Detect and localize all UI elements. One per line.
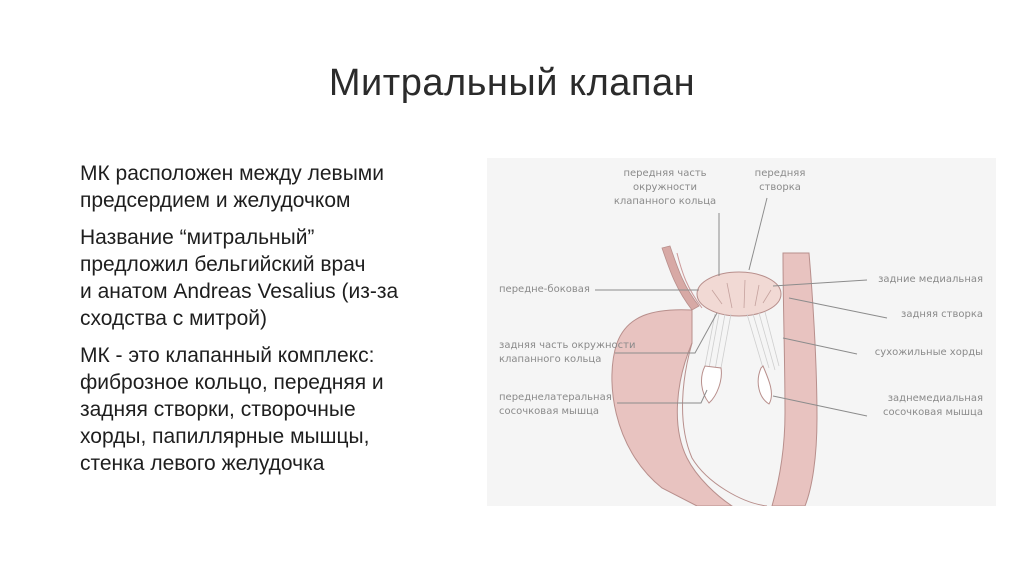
- label-posteromedial: задние медиальная: [878, 274, 983, 285]
- label-posterior-annulus-2: клапанного кольца: [499, 354, 601, 365]
- leader-anterior-leaflet: [748, 197, 768, 271]
- label-anterolateral: передне-боковая: [499, 284, 590, 295]
- leader-chordae: [782, 337, 858, 355]
- label-posteromedial-papillary-1: заднемедиальная: [888, 393, 983, 404]
- paragraph-name-origin: Название “митральный” предложил бельгийс…: [80, 226, 399, 330]
- leader-posteromedial-papillary: [772, 395, 868, 417]
- leader-posterior-annulus: [615, 312, 718, 354]
- label-anterior-annulus-3: клапанного кольца: [614, 196, 716, 207]
- leader-posteromedial: [772, 279, 868, 287]
- leader-posterior-leaflet: [788, 297, 888, 319]
- valve-annulus: [696, 271, 782, 317]
- chamber-outline: [682, 342, 768, 506]
- label-anterior-leaflet-1: передняя: [755, 168, 806, 179]
- paragraph-location: МК расположен между левыми предсердием и…: [80, 162, 384, 212]
- atrial-wall-strand-2: [676, 252, 703, 309]
- papillary-muscle-anterolateral: [701, 365, 722, 404]
- body-text: МК расположен между левыми предсердием и…: [80, 160, 480, 487]
- label-chordae: сухожильные хорды: [875, 347, 983, 358]
- paragraph-valve-complex: МК - это клапанный комплекс: фиброзное к…: [80, 344, 384, 475]
- atrial-wall-strand: [661, 245, 700, 311]
- ventricle-wall: [611, 309, 733, 506]
- label-anterolateral-papillary-2: сосочковая мышца: [499, 406, 599, 417]
- septum-wall: [771, 252, 818, 506]
- leaflet-lines: [711, 279, 772, 309]
- label-anterior-annulus-2: окружности: [633, 182, 697, 193]
- leader-anterolateral-papillary: [617, 389, 708, 404]
- label-anterior-annulus-1: передняя часть: [623, 168, 706, 179]
- label-anterior-leaflet-2: створка: [759, 182, 801, 193]
- label-posterior-annulus-1: задняя часть окружности: [499, 340, 635, 351]
- label-anterolateral-papillary-1: переднелатеральная: [499, 392, 612, 403]
- label-posterior-leaflet: задняя створка: [901, 309, 983, 320]
- slide-title: Митральный клапан: [328, 62, 696, 104]
- label-posteromedial-papillary-2: сосочковая мышца: [883, 407, 983, 418]
- mitral-valve-diagram: передняя часть окружности клапанного кол…: [487, 158, 996, 506]
- chordae-left: [704, 313, 732, 371]
- heart-illustration: передняя часть окружности клапанного кол…: [499, 168, 983, 506]
- papillary-muscle-posteromedial: [757, 365, 772, 405]
- chordae-right: [746, 311, 780, 371]
